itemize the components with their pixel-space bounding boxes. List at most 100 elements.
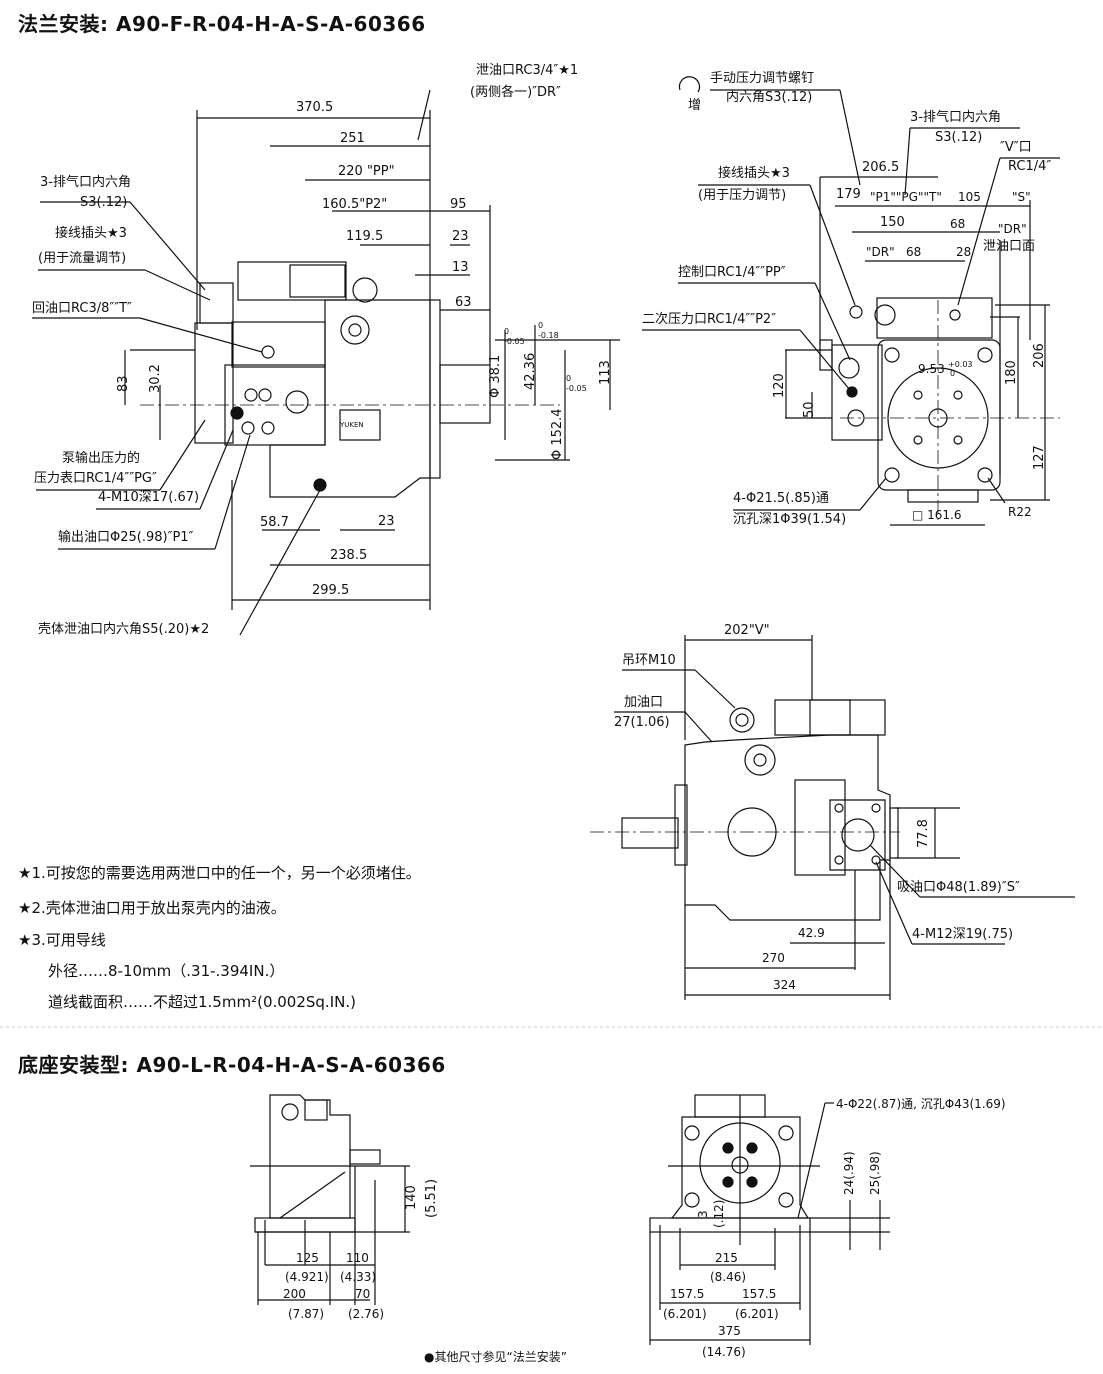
radius-label: R22 [1008,505,1032,519]
dimension-label: 23 [452,229,469,244]
dimension-label: 206.5 [862,160,900,175]
dimension-label: 30.2 [148,364,163,393]
dimension-inch-label: (4.33) [340,1270,377,1284]
dimension-label: 251 [340,131,365,146]
dimension-label: 42.36 [523,352,538,390]
dimension-label: 150 [880,215,905,230]
dimension-label: 157.5 [670,1287,705,1301]
dimension-label: 58.7 [260,515,289,530]
dr-label: "DR" [998,222,1027,236]
air-vent-label: 3-排气口内六角 [910,110,1001,125]
v-port-label: ″V″口 [1000,140,1032,155]
dr-label: "DR" [866,245,895,259]
dimension-label: 160.5"P2" [322,197,388,212]
dimension-label: 25(.98) [868,1151,882,1195]
base-left-view-drawing [250,1094,410,1305]
port-names-label: "P1""PG""T" [870,190,942,204]
base-right-view-drawing [649,1094,890,1345]
pressure-gauge-label: 泵输出压力的 [62,451,141,466]
dimension-label: 13 [452,260,469,275]
dimension-label: 83 [116,375,131,392]
secondary-pressure-port-label: 二次压力口RC1/4″″P2″ [642,312,777,327]
front-view-drawing [32,89,620,636]
flange-mount-title: 法兰安装: A90-F-R-04-H-A-S-A-60366 [18,12,426,36]
dimension-label: 70 [355,1287,371,1301]
suction-port-label: 吸油口Φ48(1.89)″S″ [897,880,1020,895]
note-3-cross-section: 道线截面积……不超过1.5mm²(0.002Sq.IN.) [48,993,356,1011]
dimension-label: 50 [802,401,817,418]
dimension-label: □ 161.6 [912,508,962,522]
pressure-adjust-size-label: 内六角S3(.12) [726,90,813,105]
mounting-hole-label: 4-Φ22(.87)通, 沉孔Φ43(1.69) [836,1097,1006,1111]
dimension-inch-label: (14.76) [702,1345,746,1359]
case-drain-label: 壳体泄油口内六角S5(.20)★2 [38,622,210,637]
s-port-label: "S" [1012,190,1031,204]
dimension-label: 375 [718,1324,741,1338]
dimension-label: 200 [283,1287,306,1301]
dimension-label: 95 [450,197,467,212]
drain-port-sub-label: (两侧各一)″DR″ [470,85,561,100]
dimension-inch-label: (5.51) [424,1178,439,1218]
bolt-hole-label: 4-M12深19(.75) [912,927,1014,942]
dimension-label: 202"V" [724,623,770,638]
eye-bolt-label: 吊环M10 [622,653,676,668]
side-view-drawing [642,76,1060,526]
dimension-label: 24(.94) [842,1151,856,1195]
control-port-label: 控制口RC1/4″″PP″ [678,265,786,280]
dimension-label: 68 [950,217,966,231]
tolerance-label: +0.03 [948,360,973,369]
v-port-size-label: RC1/4″ [1008,159,1052,174]
dimension-label: 77.8 [916,819,931,848]
dimension-label: Φ 38.1 [488,354,503,398]
return-port-label: 回油口RC3/8″″T″ [32,301,132,316]
dimension-label: 179 [836,187,861,202]
air-vent-label: 3-排气口内六角 [40,175,131,190]
mounting-hole-label: 4-Φ21.5(.85)通 [733,491,829,506]
pressure-gauge-port-label: 压力表口RC1/4″″PG″ [34,471,157,486]
note-2: ★2.壳体泄油口用于放出泵壳内的油液。 [18,899,286,917]
bolt-hole-label: 4-M10深17(.67) [98,490,200,505]
oil-fill-size-label: 27(1.06) [614,715,670,730]
dimension-label: 238.5 [330,548,368,563]
rear-view-drawing [590,635,1075,1000]
dimension-label: 63 [455,295,472,310]
air-vent-size-label: S3(.12) [80,195,128,210]
dimension-label: 28 [956,245,972,259]
connector-sub-label: (用于压力调节) [698,188,787,203]
tolerance-label: 0 [538,321,544,330]
dimension-label: 180 [1004,360,1019,385]
dimension-label: 157.5 [742,1287,777,1301]
dimension-label: 110 [346,1251,369,1265]
tolerance-label: -0.05 [504,337,525,346]
dimension-label: 299.5 [312,583,350,598]
tolerance-label: -0.18 [538,331,559,340]
dimension-label: 113 [598,360,613,385]
dimension-label: 119.5 [346,229,384,244]
connector-label: 接线插头★3 [55,226,127,241]
tolerance-label: 0 [566,374,572,383]
connector-label: 接线插头★3 [718,166,790,181]
dimension-inch-label: (4.921) [285,1270,329,1284]
pressure-adjust-screw-label: 手动压力调节螺钉 [710,71,815,86]
increase-label: 增 [688,98,702,113]
dimension-label: 220 "PP" [338,164,395,179]
dimension-inch-label: (.12) [712,1199,726,1228]
base-mount-title: 底座安装型: A90-L-R-04-H-A-S-A-60366 [18,1053,446,1077]
dimension-label: 42.9 [798,926,825,940]
dimension-label: 270 [762,951,785,965]
dimension-label: 370.5 [296,100,334,115]
oil-fill-label: 加油口 [624,695,664,710]
dimension-label: Φ 152.4 [550,408,565,460]
drain-port-label: 泄油口RC3/4″★1 [476,63,579,78]
note-1: ★1.可按您的需要选用两泄口中的任一个，另一个必须堵住。 [18,864,421,882]
dimension-inch-label: (8.46) [710,1270,747,1284]
dimension-label: 140 [404,1185,419,1210]
dimension-label: 324 [773,978,796,992]
counterbore-label: 沉孔深1Φ39(1.54) [733,512,847,527]
key-width-label: 9.53 [918,362,945,376]
tolerance-label: 0 [950,369,956,378]
dimension-inch-label: (7.87) [288,1307,325,1321]
yuken-nameplate: YUKEN [340,421,364,429]
